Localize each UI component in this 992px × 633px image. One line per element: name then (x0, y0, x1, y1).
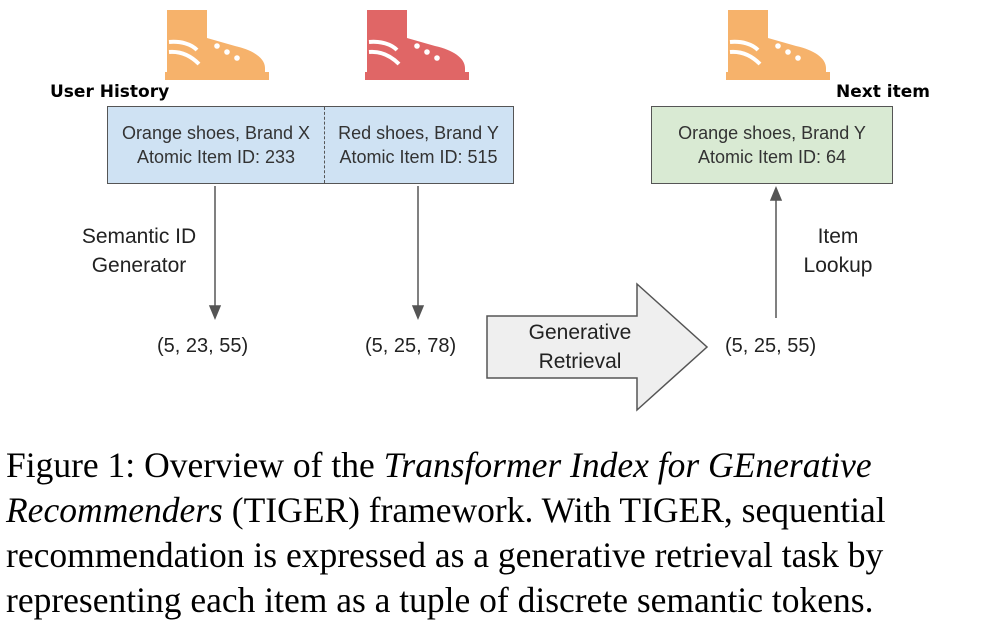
arrow-head-up (769, 186, 783, 201)
orange-shoe-icon (165, 10, 269, 80)
item-lookup-label: Item Lookup (803, 225, 873, 277)
semantic-id-tuple-predicted: (5, 25, 55) (725, 335, 817, 357)
caption-italic-name-1: Transformer Index for GEnerative (383, 445, 872, 485)
history-item-2-name: Red shoes, Brand Y (338, 123, 499, 143)
next-item-box: Orange shoes, Brand Y Atomic Item ID: 64 (651, 106, 893, 184)
caption-line-1: Figure 1: Overview of the Transformer In… (6, 445, 872, 485)
semantic-id-tuple-1: (5, 23, 55) (157, 335, 249, 357)
figure-caption: Figure 1: Overview of the Transformer In… (6, 443, 990, 623)
semantic-id-generator-label: Semantic ID Generator (81, 225, 197, 277)
history-item-2-id: Atomic Item ID: 515 (339, 147, 498, 167)
generative-retrieval-label: Generative Retrieval (528, 321, 632, 373)
caption-line-2: Recommenders (TIGER) framework. With TIG… (6, 490, 886, 530)
user-history-box: Orange shoes, Brand X Atomic Item ID: 23… (107, 106, 514, 184)
semantic-id-tuple-2: (5, 25, 78) (365, 335, 457, 357)
arrow-head-down-2 (411, 305, 425, 320)
history-divider (324, 107, 325, 183)
caption-line-3: recommendation is expressed as a generat… (6, 535, 884, 575)
connector-arrows (208, 186, 783, 320)
history-item-2: Red shoes, Brand Y Atomic Item ID: 515 (325, 107, 512, 183)
orange-shoe-icon (726, 10, 830, 80)
history-item-1: Orange shoes, Brand X Atomic Item ID: 23… (108, 107, 324, 183)
next-item-cell: Orange shoes, Brand Y Atomic Item ID: 64 (652, 107, 892, 183)
user-history-label: User History (50, 82, 170, 102)
next-item-name: Orange shoes, Brand Y (678, 123, 866, 143)
history-item-1-id: Atomic Item ID: 233 (136, 147, 296, 167)
caption-figure-label: Figure 1: (6, 445, 136, 485)
caption-italic-name-2: Recommenders (6, 490, 223, 530)
caption-line-4: representing each item as a tuple of dis… (6, 580, 874, 620)
red-shoe-icon (365, 10, 469, 80)
next-item-id: Atomic Item ID: 64 (697, 147, 847, 167)
next-item-label: Next item (836, 82, 930, 102)
arrow-head-down-1 (208, 305, 222, 320)
history-item-1-name: Orange shoes, Brand X (121, 123, 311, 143)
generative-retrieval-arrow (486, 282, 709, 412)
